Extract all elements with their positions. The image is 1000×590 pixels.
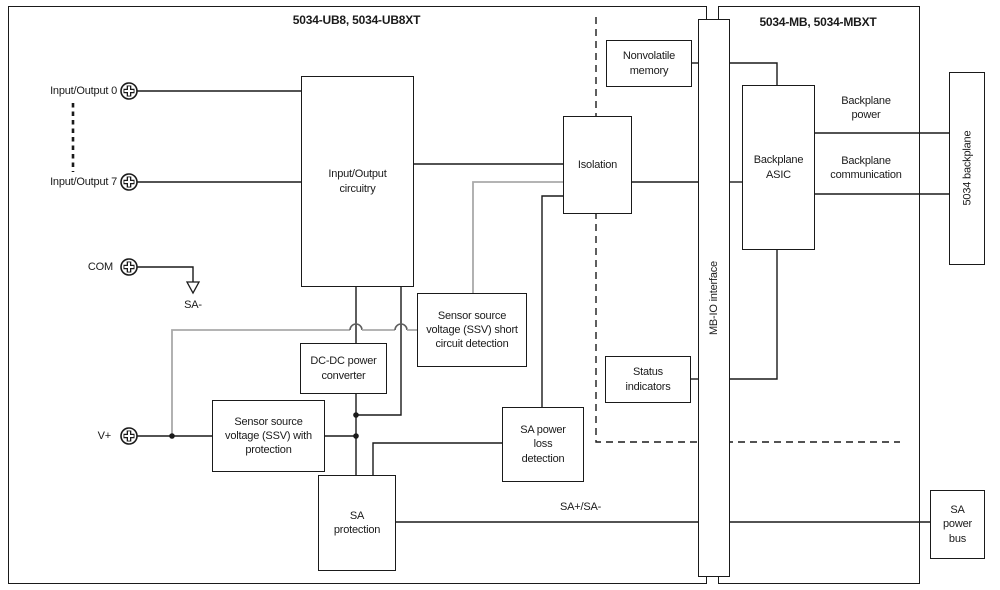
block-mbio-interface: MB-IO interface (698, 19, 730, 577)
block-isolation: Isolation (563, 116, 632, 214)
terminal-label-io0: Input/Output 0 (50, 85, 117, 97)
block-nonvolatile-memory: Nonvolatile memory (606, 40, 692, 87)
block-ssv-with-protection: Sensor source voltage (SSV) with protect… (212, 400, 325, 472)
terminal-icon-com (121, 259, 137, 275)
block-status-indicators: Status indicators (605, 356, 691, 403)
terminal-icon-io0 (121, 83, 137, 99)
terminal-label-vplus: V+ (97, 430, 112, 442)
sa-minus-label: SA- (184, 299, 202, 311)
block-backplane-asic: Backplane ASIC (742, 85, 815, 250)
block-io-circuitry: Input/Output circuitry (301, 76, 414, 287)
terminal-icon-vplus (121, 428, 137, 444)
junction-dots (169, 412, 359, 439)
terminal-icon-io7 (121, 174, 137, 190)
block-5034-backplane: 5034 backplane (949, 72, 985, 265)
sa-minus-arrow-icon (185, 281, 201, 295)
right-module-title: 5034-MB, 5034-MBXT (759, 15, 877, 29)
backplane-power-label: Backplane power (841, 95, 891, 121)
isolation-barrier-dashed-line (595, 17, 900, 443)
terminal-label-io7: Input/Output 7 (50, 176, 117, 188)
signal-lines (137, 62, 949, 523)
block-ssv-short-circuit-detection: Sensor source voltage (SSV) short circui… (417, 293, 527, 367)
backplane-communication-label: Backplane communication (830, 155, 902, 181)
sa-plus-minus-label: SA+/SA- (560, 501, 602, 513)
block-sa-power-loss-detection: SA power loss detection (502, 407, 584, 482)
block-dcdc-power-converter: DC-DC power converter (300, 343, 387, 394)
block-sa-protection: SA protection (318, 475, 396, 571)
block-sa-power-bus: SA power bus (930, 490, 985, 559)
terminal-label-com: COM (87, 261, 113, 273)
left-module-title: 5034-UB8, 5034-UB8XT (292, 13, 421, 27)
ssv-sense-lines (171, 181, 563, 436)
